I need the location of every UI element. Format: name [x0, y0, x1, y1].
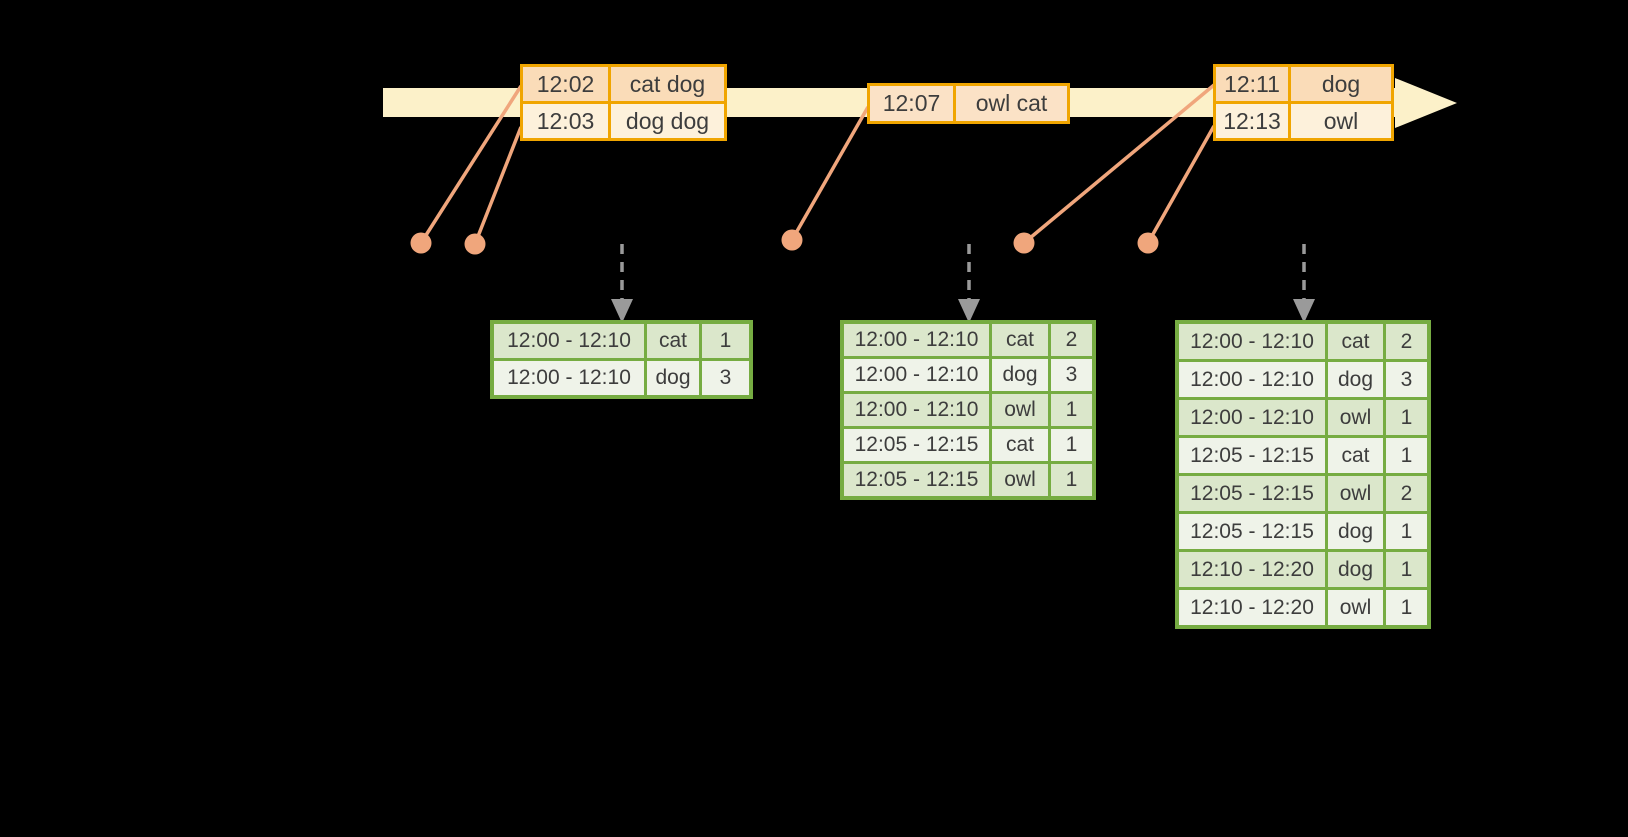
count-cell: 1: [702, 324, 749, 358]
window-cell: 12:10 - 12:20: [1179, 552, 1325, 587]
window-cell: 12:00 - 12:10: [1179, 400, 1325, 435]
window-cell: 12:05 - 12:15: [1179, 514, 1325, 549]
word-cell: cat: [992, 324, 1048, 356]
window-cell: 12:00 - 12:10: [494, 324, 644, 358]
word-cell: owl: [1328, 590, 1383, 625]
event-words-cell: dog dog: [611, 104, 724, 138]
window-cell: 12:10 - 12:20: [1179, 590, 1325, 625]
event-time-dot: [1137, 232, 1159, 254]
event-time-cell: 12:03: [523, 104, 608, 138]
word-cell: cat: [1328, 438, 1383, 473]
window-cell: 12:00 - 12:10: [1179, 324, 1325, 359]
event-time-cell: 12:11: [1216, 67, 1288, 101]
word-cell: owl: [992, 464, 1048, 496]
word-cell: owl: [992, 394, 1048, 426]
count-cell: 1: [1386, 438, 1427, 473]
count-cell: 1: [1386, 400, 1427, 435]
count-cell: 3: [702, 361, 749, 395]
count-cell: 1: [1051, 464, 1092, 496]
word-cell: cat: [647, 324, 699, 358]
word-cell: dog: [1328, 362, 1383, 397]
word-cell: cat: [1328, 324, 1383, 359]
word-cell: dog: [992, 359, 1048, 391]
event-time-dot: [781, 229, 803, 251]
trigger-arrowhead-icon: [611, 299, 633, 323]
count-cell: 2: [1386, 476, 1427, 511]
word-cell: dog: [1328, 514, 1383, 549]
count-cell: 3: [1051, 359, 1092, 391]
trigger-arrowhead-icon: [1293, 299, 1315, 323]
count-cell: 1: [1051, 429, 1092, 461]
event-time-cell: 12:07: [870, 86, 953, 121]
window-cell: 12:00 - 12:10: [844, 394, 989, 426]
window-cell: 12:05 - 12:15: [1179, 476, 1325, 511]
event-time-dot: [410, 232, 432, 254]
event-time-dot: [1013, 232, 1035, 254]
timeline-arrowhead-icon: [1395, 78, 1457, 128]
count-cell: 1: [1386, 552, 1427, 587]
event-connector-line: [473, 126, 523, 245]
event-words-cell: owl cat: [956, 86, 1067, 121]
event-connector-line: [419, 85, 523, 244]
event-words-cell: dog: [1291, 67, 1391, 101]
window-cell: 12:00 - 12:10: [844, 324, 989, 356]
event-connector-line: [790, 106, 870, 241]
event-time-dot: [464, 233, 486, 255]
window-cell: 12:00 - 12:10: [494, 361, 644, 395]
word-cell: dog: [1328, 552, 1383, 587]
event-words-cell: owl: [1291, 104, 1391, 138]
count-cell: 2: [1051, 324, 1092, 356]
word-cell: cat: [992, 429, 1048, 461]
count-cell: 2: [1386, 324, 1427, 359]
count-cell: 1: [1386, 590, 1427, 625]
window-cell: 12:05 - 12:15: [844, 429, 989, 461]
event-time-cell: 12:13: [1216, 104, 1288, 138]
word-cell: owl: [1328, 476, 1383, 511]
window-cell: 12:05 - 12:15: [1179, 438, 1325, 473]
event-time-cell: 12:02: [523, 67, 608, 101]
count-cell: 1: [1051, 394, 1092, 426]
event-connector-line: [1022, 83, 1216, 245]
window-cell: 12:00 - 12:10: [1179, 362, 1325, 397]
event-connector-line: [1146, 125, 1216, 244]
word-cell: owl: [1328, 400, 1383, 435]
trigger-arrowhead-icon: [958, 299, 980, 323]
window-cell: 12:00 - 12:10: [844, 359, 989, 391]
count-cell: 1: [1386, 514, 1427, 549]
event-words-cell: cat dog: [611, 67, 724, 101]
window-cell: 12:05 - 12:15: [844, 464, 989, 496]
word-cell: dog: [647, 361, 699, 395]
count-cell: 3: [1386, 362, 1427, 397]
